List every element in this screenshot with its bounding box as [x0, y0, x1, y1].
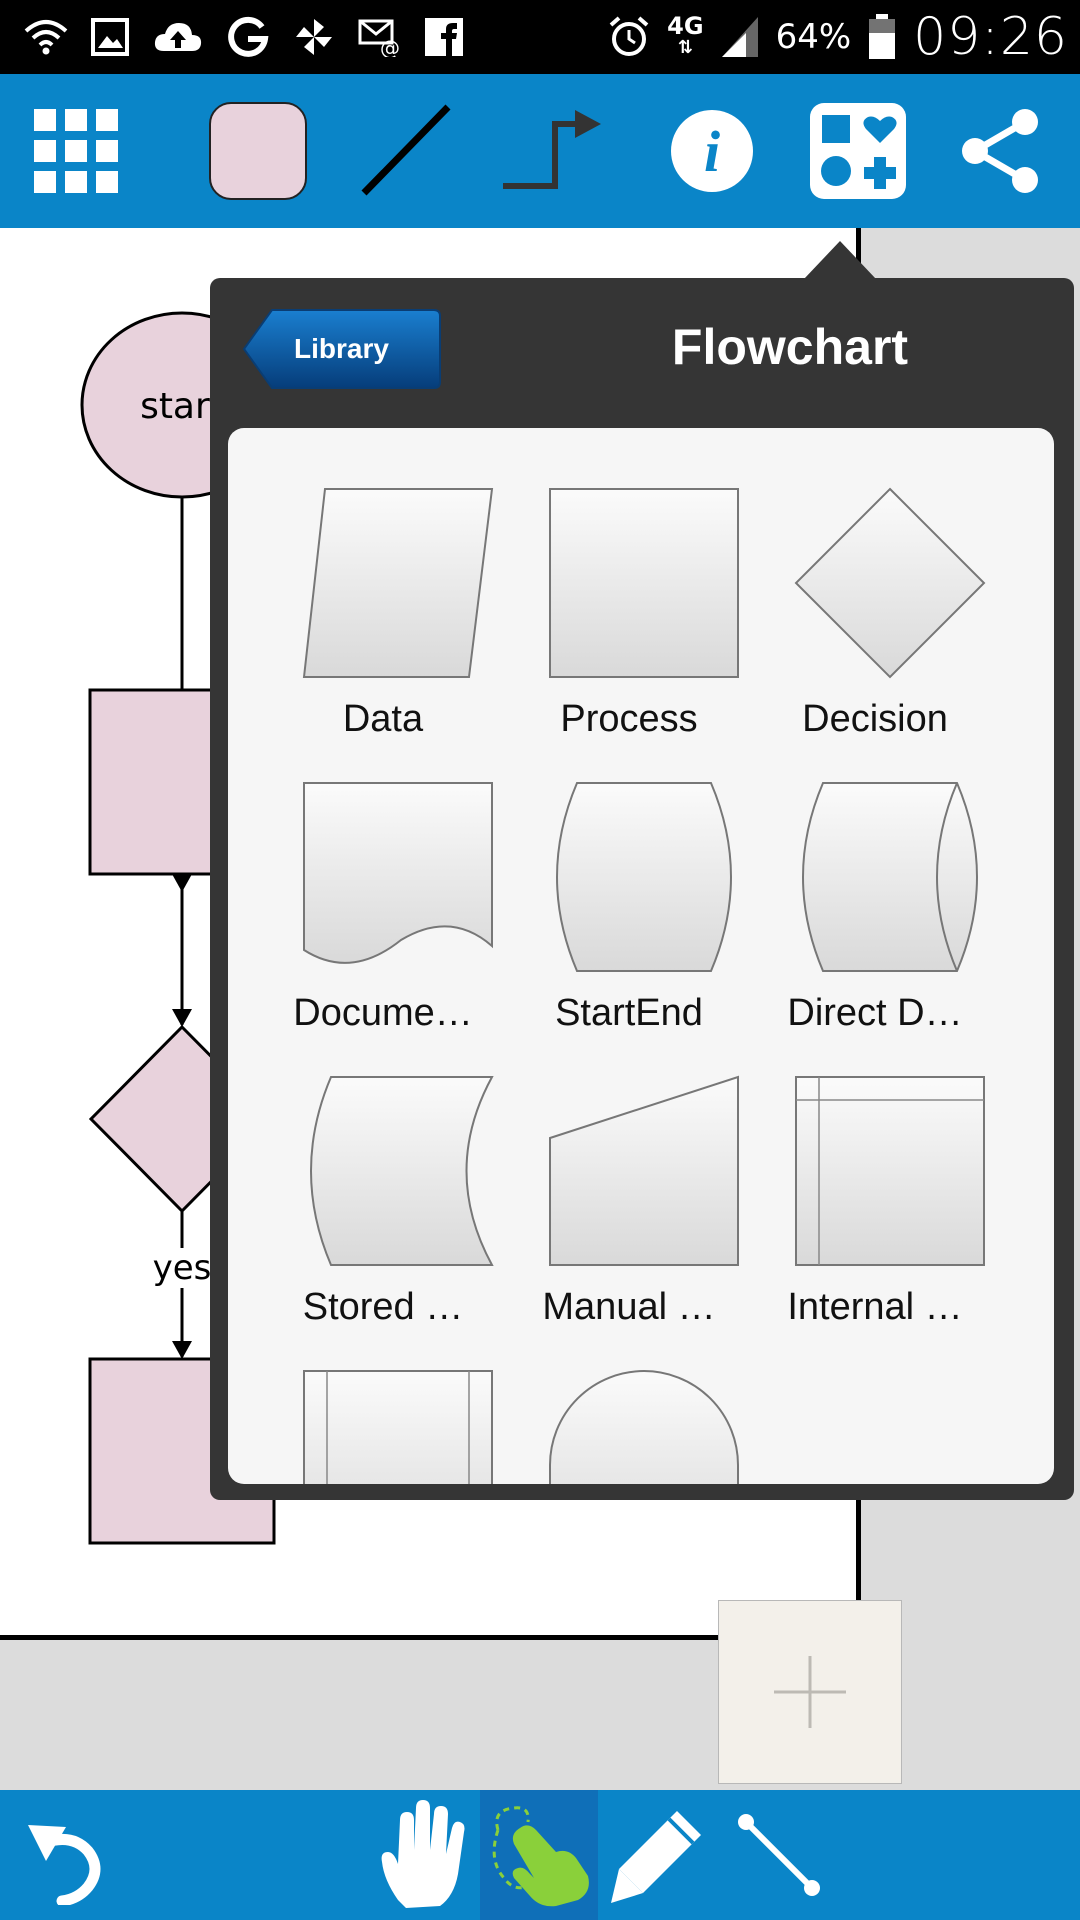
notification-icons: @: [24, 8, 464, 66]
pencil-icon: [611, 1811, 701, 1903]
share-button[interactable]: [940, 74, 1060, 228]
document-shape-icon: [303, 782, 493, 964]
pinwheel-icon: [296, 19, 332, 55]
library-shapes-button[interactable]: [798, 74, 918, 228]
battery-percent: 64%: [775, 17, 852, 57]
undo-icon: [28, 1825, 101, 1905]
decision-shape-icon: [794, 487, 986, 679]
email-icon: @: [358, 19, 400, 57]
line-style-button[interactable]: [344, 74, 464, 228]
shape-stored-data[interactable]: Stored …: [268, 1074, 498, 1334]
connector-2-arrow: [172, 1009, 192, 1027]
svg-text:i: i: [704, 119, 720, 184]
plus-icon: [774, 1656, 846, 1728]
shapes-grid-button[interactable]: [16, 74, 136, 228]
yes-label: yes: [153, 1248, 212, 1288]
shape-manual-input[interactable]: Manual …: [514, 1074, 744, 1334]
shapes-grid-icon: [34, 109, 118, 193]
select-gesture-icon: [492, 1806, 589, 1907]
shape-decision[interactable]: Decision: [760, 486, 990, 746]
shape-label-document: Docume…: [293, 992, 473, 1034]
info-icon: i: [671, 110, 753, 192]
hand-pan-icon: [381, 1800, 465, 1908]
process-shape-icon: [549, 488, 739, 678]
start-shape-label: start: [140, 386, 224, 427]
shape-label-manual-input: Manual …: [542, 1286, 716, 1328]
shape-label-process: Process: [560, 698, 698, 740]
yes-label-bg: [148, 1248, 216, 1288]
library-back-button[interactable]: Library: [242, 308, 442, 390]
fill-color-swatch: [209, 102, 307, 200]
connector-style-icon: [503, 110, 601, 189]
pan-tool-button[interactable]: [362, 1790, 480, 1920]
shape-label-decision: Decision: [802, 698, 948, 740]
svg-text:@: @: [380, 36, 400, 57]
library-popup: Library Flowchart Data Process: [210, 278, 1074, 1500]
shape-data[interactable]: Data: [268, 486, 498, 746]
popup-title: Flowchart: [671, 319, 909, 375]
library-back-shape: [242, 309, 441, 389]
predefined-process-shape-icon: [303, 1370, 493, 1484]
shape-process[interactable]: Process: [514, 486, 744, 746]
status-bar: @ 4G ⇅ 64% 09:26: [0, 0, 1080, 74]
share-icon: [962, 109, 1038, 193]
internal-storage-shape-icon: [795, 1076, 985, 1266]
shape-document[interactable]: Docume…: [268, 780, 498, 1040]
connector-style-button[interactable]: [490, 74, 610, 228]
wifi-icon: [24, 20, 68, 55]
library-back-label: Library: [294, 333, 389, 364]
shape-internal-storage[interactable]: Internal …: [760, 1074, 990, 1334]
shape-label-direct-data: Direct D…: [787, 992, 963, 1034]
shape-panel[interactable]: Data Process Decision Docume… StartEnd: [228, 428, 1054, 1484]
pencil-tool-button[interactable]: [598, 1790, 716, 1920]
network-type: 4G ⇅: [667, 12, 704, 58]
image-icon: [91, 18, 129, 56]
connector-tool-button[interactable]: [720, 1790, 838, 1920]
top-toolbar: i: [0, 74, 1080, 228]
cloud-upload-icon: [154, 23, 202, 51]
direct-data-shape-icon: [802, 782, 978, 972]
startend-shape-icon: [556, 782, 732, 972]
shape-label-stored-data: Stored …: [302, 1286, 464, 1328]
bottom-toolbar: [0, 1790, 1080, 1920]
signal-icon: [721, 17, 758, 57]
shape-label-data: Data: [342, 698, 424, 740]
facebook-icon: [425, 18, 463, 56]
status-right: 4G ⇅ 64% 09:26: [607, 6, 1068, 68]
alarm-icon: [609, 16, 649, 56]
shape-predefined-process[interactable]: [268, 1368, 498, 1484]
connector-line-icon: [738, 1814, 820, 1896]
manual-input-shape-icon: [549, 1075, 739, 1266]
info-button[interactable]: i: [652, 74, 772, 228]
line-style-icon: [361, 104, 451, 196]
battery-icon: [869, 14, 896, 59]
shape-delay[interactable]: [514, 1368, 744, 1484]
popup-pointer: [804, 241, 876, 279]
fill-color-button[interactable]: [198, 74, 318, 228]
stored-data-shape-icon: [310, 1076, 494, 1266]
shape-startend[interactable]: StartEnd: [514, 780, 744, 1040]
select-tool-button[interactable]: [480, 1790, 598, 1920]
google-icon: [228, 16, 269, 57]
add-page-button[interactable]: [718, 1600, 902, 1784]
network-type-label: 4G: [667, 12, 704, 40]
shape-label-startend: StartEnd: [555, 992, 703, 1034]
shape-label-internal-storage: Internal …: [787, 1286, 963, 1328]
shape-direct-data[interactable]: Direct D…: [760, 780, 990, 1040]
library-shapes-icon: [810, 103, 906, 199]
data-shape-icon: [302, 488, 494, 678]
delay-shape-icon: [549, 1370, 739, 1484]
undo-button[interactable]: [8, 1790, 126, 1920]
connector-3-arrow: [172, 1341, 192, 1359]
clock: 09:26: [913, 7, 1068, 67]
